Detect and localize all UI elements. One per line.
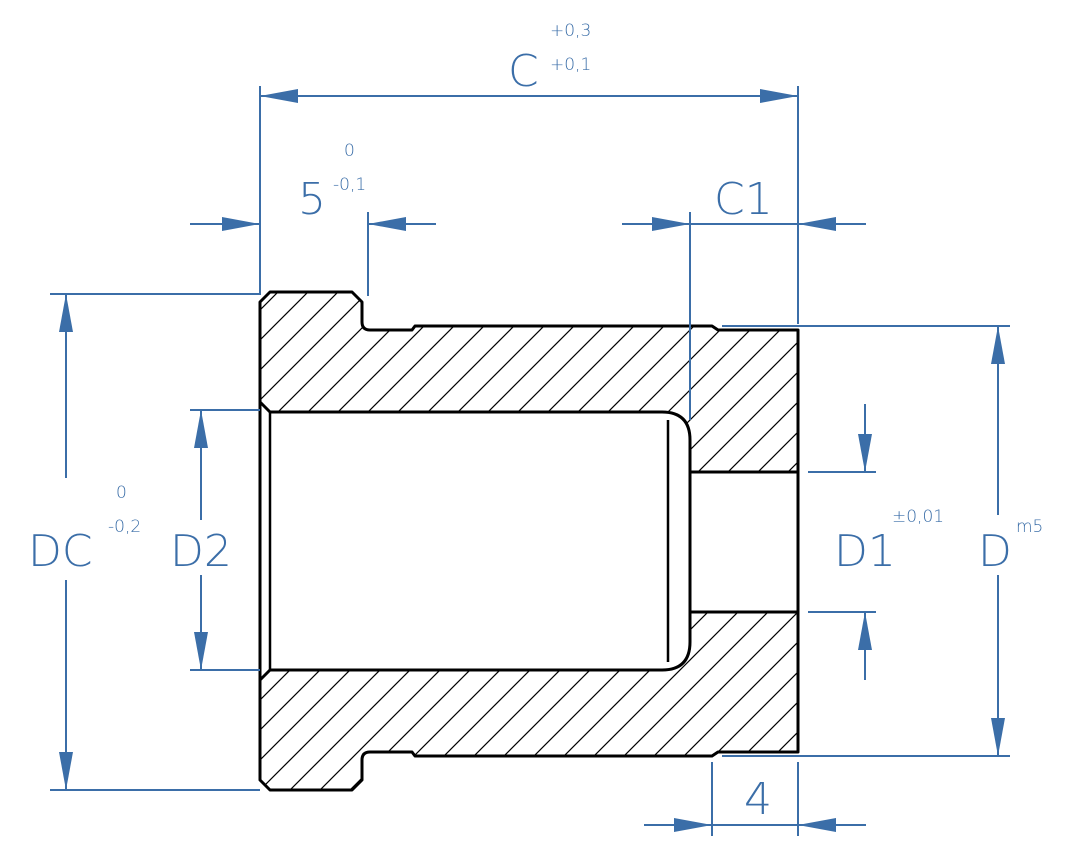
dc-arrow-top	[59, 294, 73, 332]
dc-upper-tolerance: 0	[116, 483, 127, 503]
dc-arrow-bottom	[59, 752, 73, 790]
part-section	[258, 290, 800, 792]
d-arrow-bottom	[991, 718, 1005, 756]
dc-lower-tolerance: -0,2	[108, 517, 141, 537]
d2-arrow-top	[194, 410, 208, 448]
four-arrow-left	[674, 818, 712, 832]
d-tolerance: m5	[1016, 517, 1043, 537]
five-arrow-left	[222, 217, 260, 231]
d-arrow-top	[991, 326, 1005, 364]
d2-label: D2	[170, 526, 232, 577]
upper-wall-outline	[258, 290, 800, 474]
dimension-labels: C +0,3 +0,1 5 0 -0,1 C1 DC 0 -0,2 D2 D1 …	[28, 21, 1043, 825]
d-label: D	[978, 526, 1012, 577]
dimension-lines	[50, 86, 1010, 836]
c-arrow-left	[260, 89, 298, 103]
five-arrow-right	[368, 217, 406, 231]
d1-tolerance: ±0,01	[892, 507, 944, 527]
lower-wall-outline	[258, 610, 800, 792]
five-lower-tolerance: -0,1	[333, 175, 366, 195]
four-label: 4	[744, 774, 772, 825]
d1-arrow-bottom	[858, 612, 872, 650]
c1-arrow-right	[798, 217, 836, 231]
c-lower-tolerance: +0,1	[550, 55, 591, 75]
upper-wall-hatch	[260, 292, 798, 472]
five-upper-tolerance: 0	[344, 141, 355, 161]
c-label: C	[508, 46, 539, 97]
d1-label: D1	[834, 526, 896, 577]
c1-arrow-left	[652, 217, 690, 231]
dc-label: DC	[28, 526, 93, 577]
lower-wall-hatch	[260, 612, 798, 790]
four-arrow-right	[798, 818, 836, 832]
c-upper-tolerance: +0,3	[550, 21, 591, 41]
five-label: 5	[298, 174, 326, 225]
d1-arrow-top	[858, 434, 872, 472]
c1-label: C1	[714, 174, 773, 225]
c-arrow-right	[760, 89, 798, 103]
d2-arrow-bottom	[194, 632, 208, 670]
